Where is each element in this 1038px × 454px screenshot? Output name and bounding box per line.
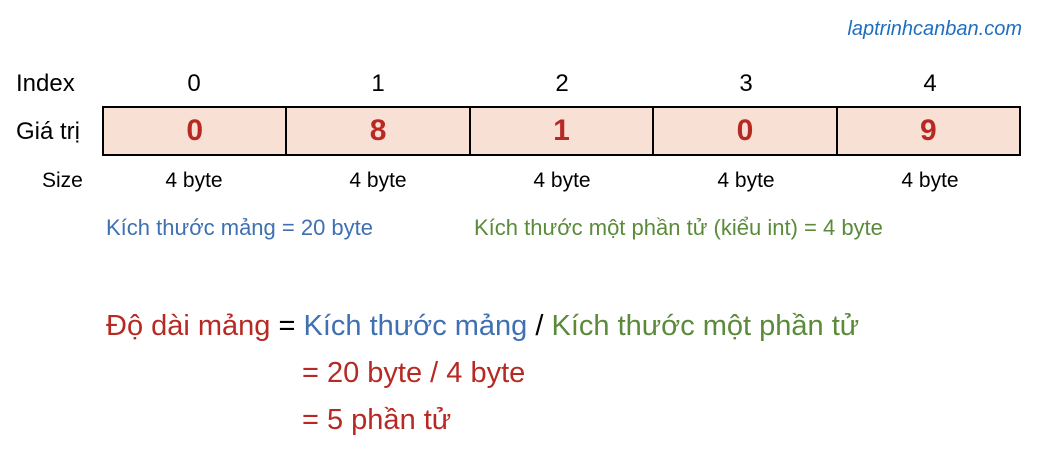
index-label: 3 [739,70,753,97]
element-size-note: Kích thước một phần tử (kiểu int) = 4 by… [474,215,883,240]
formula-element-size: Kích thước một phần tử [551,310,860,342]
array-boxes: 0 8 1 0 9 [102,106,1021,156]
size-row-label: Size [42,169,83,192]
formula-slash: / [535,310,552,342]
formula-line-2: = 20 byte / 4 byte [302,357,526,389]
site-watermark: laptrinhcanban.com [847,18,1022,40]
formula-lhs: Độ dài mảng [106,310,271,342]
formula-line-1: Độ dài mảng = Kích thước mảng / Kích thư… [106,310,859,343]
index-label: 4 [923,70,937,97]
formula-line-3: = 5 phần tử [302,404,452,436]
index-label: 0 [187,70,201,97]
array-cell: 8 [285,108,468,154]
array-size-note: Kích thước mảng = 20 byte [106,215,374,240]
formula-equals: = [278,310,304,342]
index-label: 2 [555,70,569,97]
element-size: 4 byte [533,169,591,192]
array-cell: 1 [468,108,652,154]
array-cell: 0 [652,108,835,154]
element-size: 4 byte [165,169,223,192]
value-row-label: Giá trị [16,118,81,145]
formula-array-size: Kích thước mảng [303,310,528,342]
array-cell: 0 [186,114,204,147]
index-row-label: Index [16,70,75,97]
element-size: 4 byte [901,169,959,192]
array-cell: 9 [835,108,1019,154]
element-size: 4 byte [349,169,407,192]
element-size: 4 byte [717,169,775,192]
index-label: 1 [371,70,385,97]
